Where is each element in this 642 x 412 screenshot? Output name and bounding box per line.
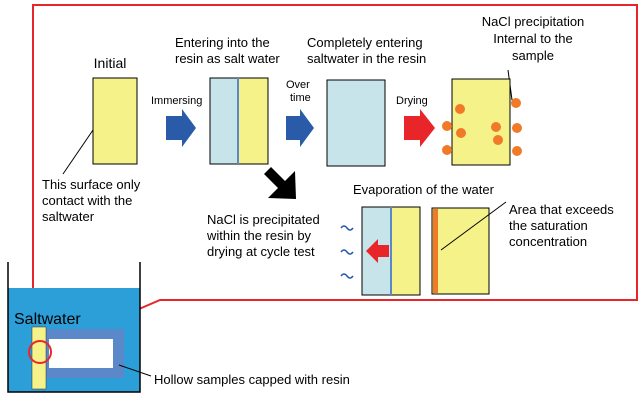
sample-saturated (431, 207, 490, 295)
label-complete-1: Completely entering (307, 35, 423, 50)
sample-dried (451, 78, 511, 166)
label-over: Over (286, 79, 310, 91)
label-surface-1: This surface only (42, 177, 141, 192)
label-surface-3: saltwater (42, 209, 95, 224)
pointer-line-surface (62, 129, 94, 175)
pointer-line-hollow (118, 364, 152, 377)
salt-crystal (491, 122, 501, 132)
label-saltwater: Saltwater (14, 311, 81, 328)
tilde-wave-icon (340, 225, 354, 231)
sample-evap-resin (391, 207, 420, 295)
hollow-sample-cavity (49, 339, 113, 368)
label-precip-2: within the resin by (206, 228, 312, 243)
arrow-evaporation (366, 239, 389, 263)
sample-entering-water (210, 78, 238, 164)
label-time: time (290, 92, 311, 104)
pointer-line-area (440, 201, 507, 251)
label-area-3: concentration (509, 234, 587, 249)
label-drying: Drying (396, 95, 428, 107)
label-surface-2: contact with the (42, 193, 132, 208)
label-nacl-3: sample (512, 48, 554, 63)
label-initial: Initial (94, 55, 127, 71)
salt-crystal (442, 145, 452, 155)
salt-crystal (455, 104, 465, 114)
tank-walls (7, 262, 141, 393)
salt-crystal (456, 128, 466, 138)
sample-initial (92, 77, 138, 165)
arrow-immersing (166, 109, 196, 147)
arrow-precipitation (264, 167, 296, 199)
salt-crystal (512, 146, 522, 156)
label-nacl-2: Internal to the (493, 31, 573, 46)
label-entering-1: Entering into the (175, 35, 270, 50)
arrow-drying (404, 109, 435, 147)
label-hollow: Hollow samples capped with resin (154, 372, 350, 387)
label-precip-3: drying at cycle test (207, 244, 315, 259)
label-nacl-1: NaCl precipitation (482, 14, 585, 29)
arrow-over-time (286, 109, 314, 147)
label-complete-2: saltwater in the resin (307, 51, 426, 66)
tilde-wave-icon (340, 249, 354, 255)
saltwater-tank: Saltwater (7, 262, 141, 393)
label-evaporation: Evaporation of the water (353, 182, 495, 197)
saturation-band (433, 209, 438, 293)
salt-crystals (442, 98, 522, 156)
label-area-2: the saturation (509, 218, 588, 233)
sample-complete (326, 79, 386, 167)
tilde-wave-icon (340, 273, 354, 279)
salt-crystal (512, 123, 522, 133)
salt-crystal (493, 135, 503, 145)
label-entering-2: resin as salt water (175, 51, 280, 66)
label-precip-1: NaCl is precipitated (207, 212, 320, 227)
label-immersing: Immersing (151, 95, 202, 107)
salt-crystal (511, 98, 521, 108)
salt-crystal (442, 121, 452, 131)
wave-icons (340, 225, 354, 279)
resin-cap (31, 326, 47, 390)
label-area-1: Area that exceeds (509, 202, 614, 217)
zoom-circle (28, 340, 52, 364)
